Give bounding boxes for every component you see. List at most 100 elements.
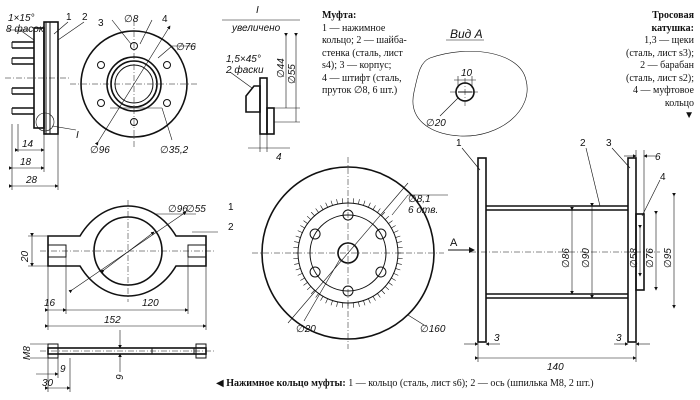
callout-ring-2: 2 <box>228 222 234 233</box>
disc-tooth <box>368 202 371 208</box>
disc-tooth <box>352 302 355 308</box>
spool-dim-d90: ∅90 <box>581 248 592 268</box>
disc-tooth <box>397 257 403 260</box>
detail-numeral: I <box>256 5 259 16</box>
ring-legend: ◀ Нажимное кольцо муфты: 1 — кольцо (ста… <box>216 378 700 391</box>
detail-subtitle: увеличено <box>231 23 281 34</box>
callout-spool-1: 1 <box>456 138 462 149</box>
callout-coupling-1: 1 <box>66 12 72 23</box>
disc-tooth <box>294 241 300 243</box>
spool-legend-line: (сталь, лист s3); <box>626 47 694 59</box>
disc-tooth <box>300 225 305 229</box>
coupling-legend: Муфта: 1 — нажимное кольцо; 2 — шайба- с… <box>322 10 416 98</box>
chamfer-count-2: 2 фаски <box>225 64 264 76</box>
disc-tooth <box>315 293 319 298</box>
disc-tooth <box>391 225 396 229</box>
ring-dim-16: 16 <box>44 298 56 309</box>
disc-bolt-hole <box>309 228 321 240</box>
coupling-side-view <box>5 21 85 190</box>
coupling-legend-line: кольцо; 2 — шайба- <box>322 35 407 46</box>
dim-d55: ∅55 <box>287 64 298 84</box>
disc-tooth <box>396 241 402 243</box>
disc-tooth <box>384 286 390 291</box>
coupling-front-view <box>70 19 198 148</box>
coupling-legend-line: пруток ∅8, 6 шт.) <box>322 85 398 96</box>
ring-dim-152: 152 <box>104 315 121 326</box>
disc-bolt-hole <box>375 266 387 278</box>
disc-tooth <box>294 263 300 265</box>
disc-tooth <box>336 301 338 307</box>
ring-legend-title: Нажимное кольцо муфты: <box>226 378 346 389</box>
disc-dim-d160: ∅160 <box>420 324 446 335</box>
disc-tooth <box>310 211 315 217</box>
disc-tooth <box>300 277 305 281</box>
view-arrow-a: A <box>450 237 458 249</box>
disc-tooth <box>330 200 333 206</box>
spool-legend-line: 1,3 — щеки <box>644 35 694 46</box>
disc-tooth <box>363 200 366 206</box>
disc-tooth <box>363 300 366 306</box>
dim-d8: ∅8 <box>124 14 139 25</box>
spool-legend-title-2: катушка: <box>651 22 694 34</box>
disc-tooth <box>325 298 328 304</box>
disc-tooth <box>325 202 328 208</box>
spool-dim-3a: 3 <box>494 333 500 344</box>
disc-tooth <box>293 246 299 249</box>
disc-tooth <box>377 208 381 213</box>
disc-tooth <box>306 286 312 291</box>
ring-dim-120: 120 <box>142 298 159 309</box>
disc-hole-leader <box>391 194 409 216</box>
ring-dim-9: 9 <box>60 364 66 375</box>
disc-tooth <box>320 296 324 301</box>
disc-tooth <box>384 215 390 220</box>
spool-legend: Тросовая катушка: 1,3 — щеки (сталь, лис… <box>598 10 694 123</box>
spool-dim-d76: ∅76 <box>645 248 656 268</box>
dim-d76: ∅76 <box>176 42 196 53</box>
detail-I-view <box>229 33 300 152</box>
spool-side-section <box>461 147 676 362</box>
disc-tooth <box>358 301 360 307</box>
disc-center-leader <box>303 258 341 322</box>
disc-diameter-line <box>287 182 409 324</box>
disc-tooth <box>396 263 402 265</box>
dim-d35: ∅35,2 <box>160 145 189 156</box>
ring-dim-6: 6 <box>113 374 124 380</box>
spool-dim-6: 6 <box>655 152 661 163</box>
callout-spool-4: 4 <box>660 172 666 183</box>
disc-tooth <box>372 205 376 210</box>
disc-tooth <box>388 220 393 224</box>
spool-legend-line: (сталь, лист s2); <box>626 72 694 84</box>
disc-bolt-hole <box>375 228 387 240</box>
view-a-dim-20: ∅20 <box>426 118 446 129</box>
callout-coupling-2: 2 <box>82 12 88 23</box>
disc-tooth <box>315 208 319 213</box>
spool-dim-d95: ∅95 <box>663 248 674 268</box>
callout-spool-3: 3 <box>606 138 612 149</box>
disc-tooth <box>341 198 344 204</box>
disc-tooth <box>303 220 308 224</box>
callout-coupling-3: 3 <box>98 18 104 29</box>
chamfer-count-1: 8 фасок <box>6 23 45 35</box>
ring-legend-text: 1 — кольцо (сталь, лист s6); 2 — ось (шп… <box>348 378 594 389</box>
dim-28: 28 <box>25 175 38 186</box>
disc-tooth <box>297 273 303 276</box>
chamfer-label-2: 1,5×45° <box>226 54 261 65</box>
disc-tooth <box>368 298 371 304</box>
coupling-legend-line: 4 — штифт (сталь, <box>322 72 402 84</box>
disc-dim-d81: ∅8,1 <box>408 194 431 205</box>
disc-bolt-hole <box>309 266 321 278</box>
disc-tooth <box>352 198 355 204</box>
ring-dim-d55: ∅55 <box>186 204 206 215</box>
disc-tooth <box>295 235 301 238</box>
callout-coupling-4: 4 <box>162 14 168 25</box>
spool-legend-line: 4 — муфтовое <box>632 85 694 96</box>
disc-tooth <box>391 277 396 281</box>
disc-tooth <box>381 211 386 217</box>
ring-top-view <box>28 200 218 330</box>
disc-tooth <box>388 282 393 286</box>
ring-dim-m8: M8 <box>22 346 33 360</box>
view-a-dim-10: 10 <box>461 68 473 79</box>
ring-dim-20: 20 <box>20 250 31 263</box>
